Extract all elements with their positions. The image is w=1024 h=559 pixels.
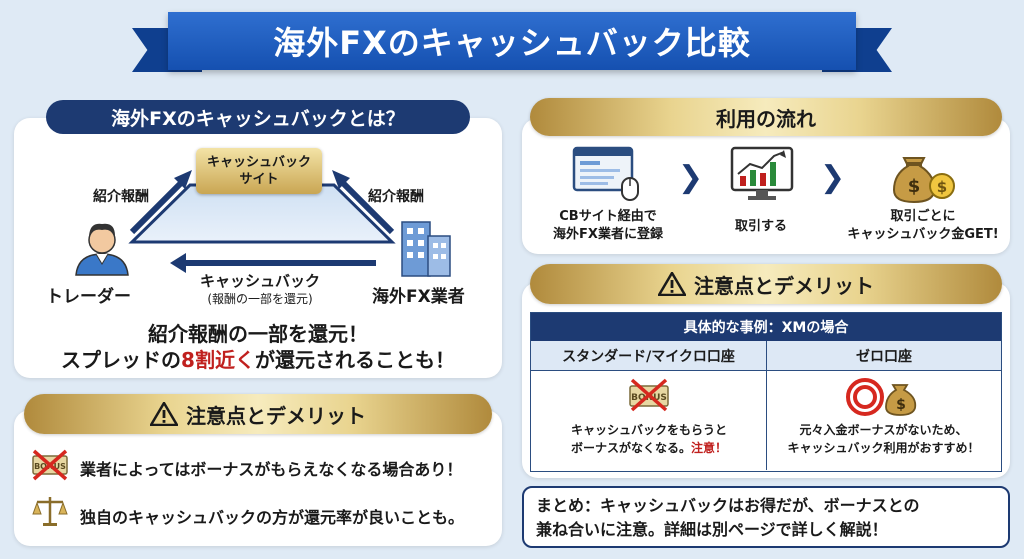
col-standard-header: スタンダード/マイクロ口座 (531, 341, 767, 370)
flow-step-1-text: CBサイト経由で海外FX業者に登録 (553, 209, 663, 242)
conclusion-line-2: 兼ね合いに注意。詳細は別ページで詳しく解説！ (536, 520, 888, 539)
conclusion-line-1: まとめ：キャッシュバックはお得だが、ボーナスとの (536, 496, 920, 515)
conclusion-box: まとめ：キャッシュバックはお得だが、ボーナスとの 兼ね合いに注意。詳細は別ページ… (522, 486, 1010, 548)
cashback-site-box: キャッシュバック サイト (196, 148, 322, 194)
trader-label: トレーダー (46, 287, 131, 307)
chart-monitor-icon (730, 146, 794, 200)
zero-text-2: キャッシュバック利用がおすすめ！ (787, 441, 980, 455)
col-zero-cell: $ 元々入金ボーナスがないため、 キャッシュバック利用がおすすめ！ (767, 371, 1001, 470)
left-caution-item-2: 独自のキャッシュバックの方が還元率が良いことも。 (80, 508, 465, 527)
money-bag-icon: $ $ (892, 157, 955, 204)
flow-step-3-text: 取引ごとにキャッシュバック金GET! (847, 209, 999, 242)
svg-text:$: $ (937, 178, 947, 196)
arrow-head-right (332, 170, 350, 189)
zero-text-1: 元々入金ボーナスがないため、 (799, 423, 968, 437)
building-icon (401, 221, 451, 277)
flow-chevron-2: ❯ (820, 160, 846, 195)
flow-chevron-1: ❯ (678, 160, 704, 195)
warning-icon (150, 402, 178, 426)
explainer-header: 海外FXのキャッシュバックとは？ (46, 100, 470, 134)
svg-text:$: $ (908, 176, 921, 197)
page-title: 海外FXのキャッシュバック比較 (168, 12, 856, 70)
svg-text:$: $ (896, 397, 906, 413)
svg-text:BONUS: BONUS (631, 393, 667, 403)
table-header-row: スタンダード/マイクロ口座 ゼロ口座 (531, 341, 1001, 371)
cashback-label: キャッシュバック (199, 272, 320, 290)
site-label-1: キャッシュバック (206, 155, 311, 170)
computer-mouse-icon (572, 146, 639, 201)
trader-icon (75, 223, 129, 276)
bonus-crossed-icon: BONUS (32, 449, 68, 481)
target-coin-icon: $ (846, 378, 917, 416)
xm-example-table: 具体的な事例：XMの場合 スタンダード/マイクロ口座 ゼロ口座 BONUS キャ… (530, 312, 1002, 472)
table-title: 具体的な事例：XMの場合 (531, 313, 1001, 341)
standard-text-2: ボーナスがなくなる。注意！ (570, 441, 728, 455)
table-body-row: BONUS キャッシュバックをもらうと ボーナスがなくなる。注意！ $ 元々入金… (531, 371, 1001, 470)
summary-line-2: スプレッドの8割近くが還元されることも！ (61, 348, 455, 372)
arrow-trader-to-site (129, 177, 187, 235)
warning-icon-right (658, 272, 686, 296)
flow-header: 利用の流れ (530, 98, 1002, 136)
summary-line-1: 紹介報酬の一部を還元！ (148, 322, 368, 346)
left-cautions-header: 注意点とデメリット (24, 394, 492, 434)
arrow-broker-to-site (337, 177, 395, 235)
arrow-head-cashback (170, 253, 186, 273)
fee-left-label: 紹介報酬 (93, 189, 149, 205)
flow-step-2-text: 取引する (734, 219, 787, 234)
summary-emphasis: 8割近く (181, 348, 255, 372)
col-zero-header: ゼロ口座 (767, 341, 1001, 370)
right-cautions-header: 注意点とデメリット (530, 264, 1002, 304)
cashback-flow-diagram (75, 170, 451, 277)
broker-label: 海外FX業者 (372, 287, 465, 307)
scale-icon (32, 497, 68, 526)
arrow-head-left (174, 170, 192, 189)
fee-right-label: 紹介報酬 (368, 189, 424, 205)
standard-text-1: キャッシュバックをもらうと (570, 423, 727, 437)
bonus-crossed-icon-table: BONUS (629, 378, 669, 412)
left-caution-item-1: 業者によってはボーナスがもらえなくなる場合あり！ (80, 460, 463, 479)
col-standard-cell: BONUS キャッシュバックをもらうと ボーナスがなくなる。注意！ (531, 371, 767, 470)
cashback-sub-label: (報酬の一部を還元) (207, 292, 313, 306)
site-label-2: サイト (239, 172, 279, 187)
